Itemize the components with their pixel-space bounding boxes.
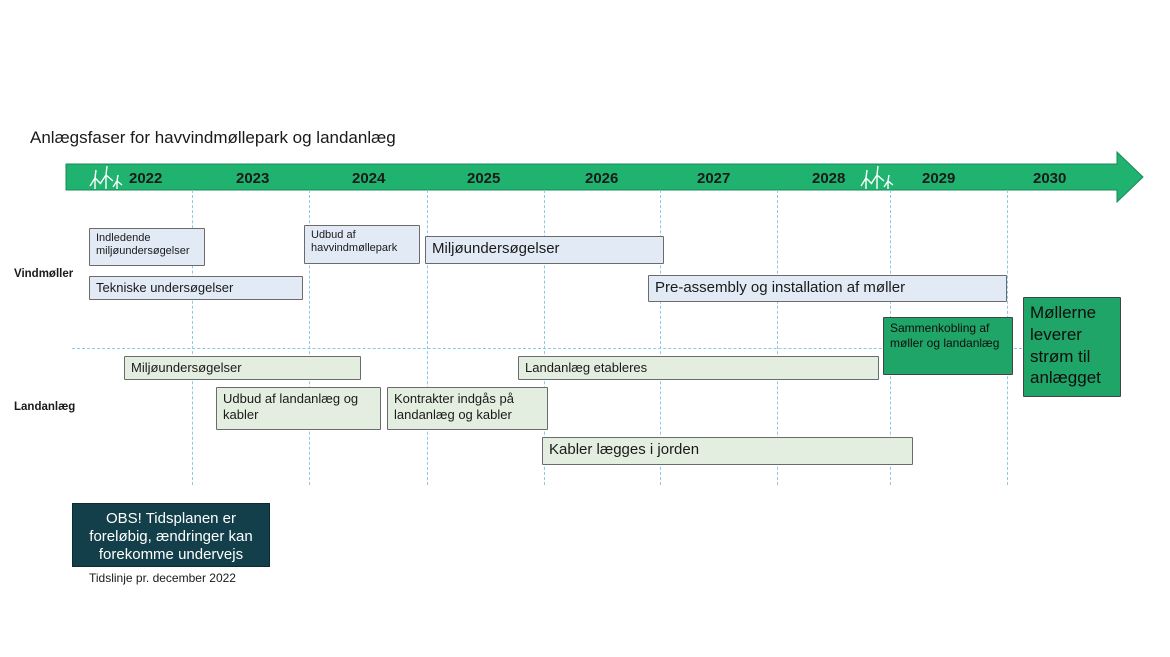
- task-landanlaeg-etableres: Landanlæg etableres: [518, 356, 879, 380]
- wind-turbine-icon: [89, 165, 123, 189]
- task-kabler-jorden: Kabler lægges i jorden: [542, 437, 913, 465]
- task-mollerne-leverer: Møllerne leverer strøm til anlægget: [1023, 297, 1121, 397]
- year-divider: [544, 190, 545, 485]
- year-divider: [309, 190, 310, 485]
- year-label: 2030: [1033, 170, 1067, 187]
- task-indledende-miljoundersogelser: Indledende miljøundersøgelser: [89, 228, 205, 266]
- year-label: 2023: [236, 170, 270, 187]
- wind-turbine-icon: [860, 165, 894, 189]
- task-pre-assembly: Pre-assembly og installation af møller: [648, 275, 1007, 302]
- task-miljoundersogelser-land: Miljøundersøgelser: [124, 356, 361, 380]
- task-sammenkobling: Sammenkobling af møller og landanlæg: [883, 317, 1013, 375]
- disclaimer-note: OBS! Tidsplanen er foreløbig, ændringer …: [72, 503, 270, 567]
- year-divider: [427, 190, 428, 485]
- year-label: 2028: [812, 170, 846, 187]
- row-separator: [72, 348, 1022, 349]
- task-kontrakter: Kontrakter indgås på landanlæg og kabler: [387, 387, 548, 430]
- year-label: 2029: [922, 170, 956, 187]
- year-label: 2022: [129, 170, 163, 187]
- task-udbud-havvindmollepark: Udbud af havvindmøllepark: [304, 225, 420, 264]
- year-divider: [660, 190, 661, 485]
- row-label-landanlaeg: Landanlæg: [14, 401, 76, 413]
- year-label: 2027: [697, 170, 731, 187]
- page-title: Anlægsfaser for havvindmøllepark og land…: [30, 128, 396, 147]
- year-label: 2025: [467, 170, 501, 187]
- year-label: 2024: [352, 170, 386, 187]
- timeline-date-caption: Tidslinje pr. december 2022: [89, 571, 236, 585]
- year-divider: [192, 190, 193, 485]
- year-divider: [777, 190, 778, 485]
- task-udbud-landanlaeg: Udbud af landanlæg og kabler: [216, 387, 381, 430]
- year-label: 2026: [585, 170, 619, 187]
- row-label-vindmoller: Vindmøller: [14, 268, 74, 280]
- task-tekniske-undersogelser: Tekniske undersøgelser: [89, 276, 303, 300]
- task-miljoundersogelser-vind: Miljøundersøgelser: [425, 236, 664, 264]
